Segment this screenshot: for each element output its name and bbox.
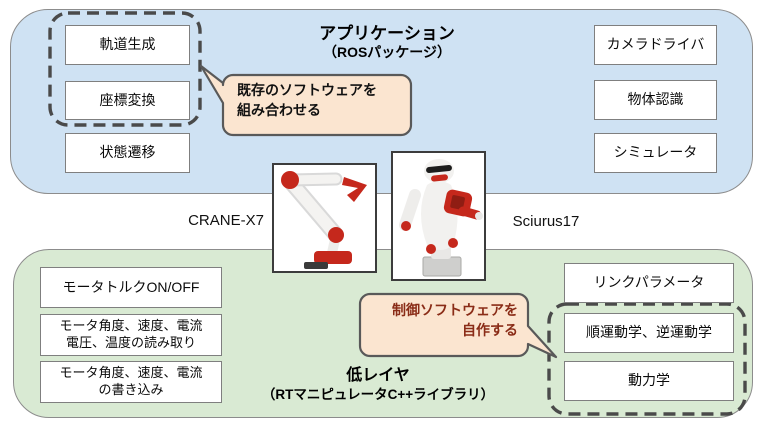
low-layer-subtitle: （RTマニピュレータC++ライブラリ）: [261, 387, 495, 402]
box-object-recognition: 物体認識: [594, 80, 717, 120]
box-motor-write-line2: の書き込み: [98, 382, 164, 397]
application-layer-title-block: アプリケーション （ROSパッケージ）: [277, 23, 497, 61]
sciurus17-image: [391, 151, 486, 281]
box-trajectory-generation-label: 軌道生成: [99, 36, 156, 53]
box-simulator-label: シミュレータ: [613, 144, 698, 161]
box-motor-torque-onoff-label: モータトルクON/OFF: [62, 278, 200, 295]
box-camera-driver-label: カメラドライバ: [606, 36, 705, 53]
callout-self-make-text: 制御ソフトウェアを 自作する: [372, 300, 518, 340]
box-coordinate-transform: 座標変換: [65, 81, 190, 120]
box-dynamics: 動力学: [564, 361, 734, 401]
box-kinematics-label: 順運動学、逆運動学: [586, 324, 712, 341]
crane-x7-image: [272, 163, 377, 273]
callout-combine-existing-text: 既存のソフトウェアを 組み合わせる: [237, 80, 407, 120]
box-dynamics-label: 動力学: [628, 372, 670, 389]
dashed-group-existing-software: [48, 11, 202, 127]
box-motor-read-line2: 電圧、温度の読み取り: [65, 335, 196, 350]
dashed-group-self-made: [547, 302, 747, 416]
box-motor-write-line1: モータ角度、速度、電流: [59, 365, 203, 381]
box-camera-driver: カメラドライバ: [594, 25, 717, 65]
callout-combine-existing-bubble: [199, 64, 413, 137]
application-layer-subtitle: （ROSパッケージ）: [322, 44, 452, 60]
box-state-transition: 状態遷移: [65, 133, 190, 173]
callout-self-make-bubble: [358, 292, 558, 359]
callout-combine-existing-line1: 既存のソフトウェアを: [237, 82, 377, 98]
box-motor-torque-onoff: モータトルクON/OFF: [40, 267, 222, 308]
box-link-parameters-label: リンクパラメータ: [593, 274, 705, 291]
callout-combine-existing-line2: 組み合わせる: [237, 102, 321, 118]
box-simulator: シミュレータ: [594, 133, 717, 173]
sciurus17-label: Sciurus17: [512, 213, 580, 230]
box-object-recognition-label: 物体認識: [627, 91, 684, 108]
robot-arm-icon: [281, 171, 367, 269]
callout-self-make-line2: 自作する: [462, 322, 518, 338]
box-link-parameters: リンクパラメータ: [564, 263, 734, 303]
low-layer-title-block: 低レイヤ （RTマニピュレータC++ライブラリ）: [258, 366, 498, 403]
crane-x7-label: CRANE-X7: [188, 212, 264, 229]
low-layer-title: 低レイヤ: [346, 367, 410, 384]
box-motor-read: モータ角度、速度、電流 電圧、温度の読み取り: [40, 314, 222, 356]
box-motor-read-line1: モータ角度、速度、電流: [59, 318, 203, 334]
callout-self-make-line1: 制御ソフトウェアを: [392, 302, 518, 318]
humanoid-robot-icon: [399, 159, 483, 277]
box-kinematics: 順運動学、逆運動学: [564, 313, 734, 353]
box-state-transition-label: 状態遷移: [99, 144, 156, 161]
box-trajectory-generation: 軌道生成: [65, 25, 190, 65]
box-motor-write: モータ角度、速度、電流 の書き込み: [40, 361, 222, 403]
application-layer-title: アプリケーション: [319, 24, 455, 43]
box-coordinate-transform-label: 座標変換: [99, 91, 156, 108]
